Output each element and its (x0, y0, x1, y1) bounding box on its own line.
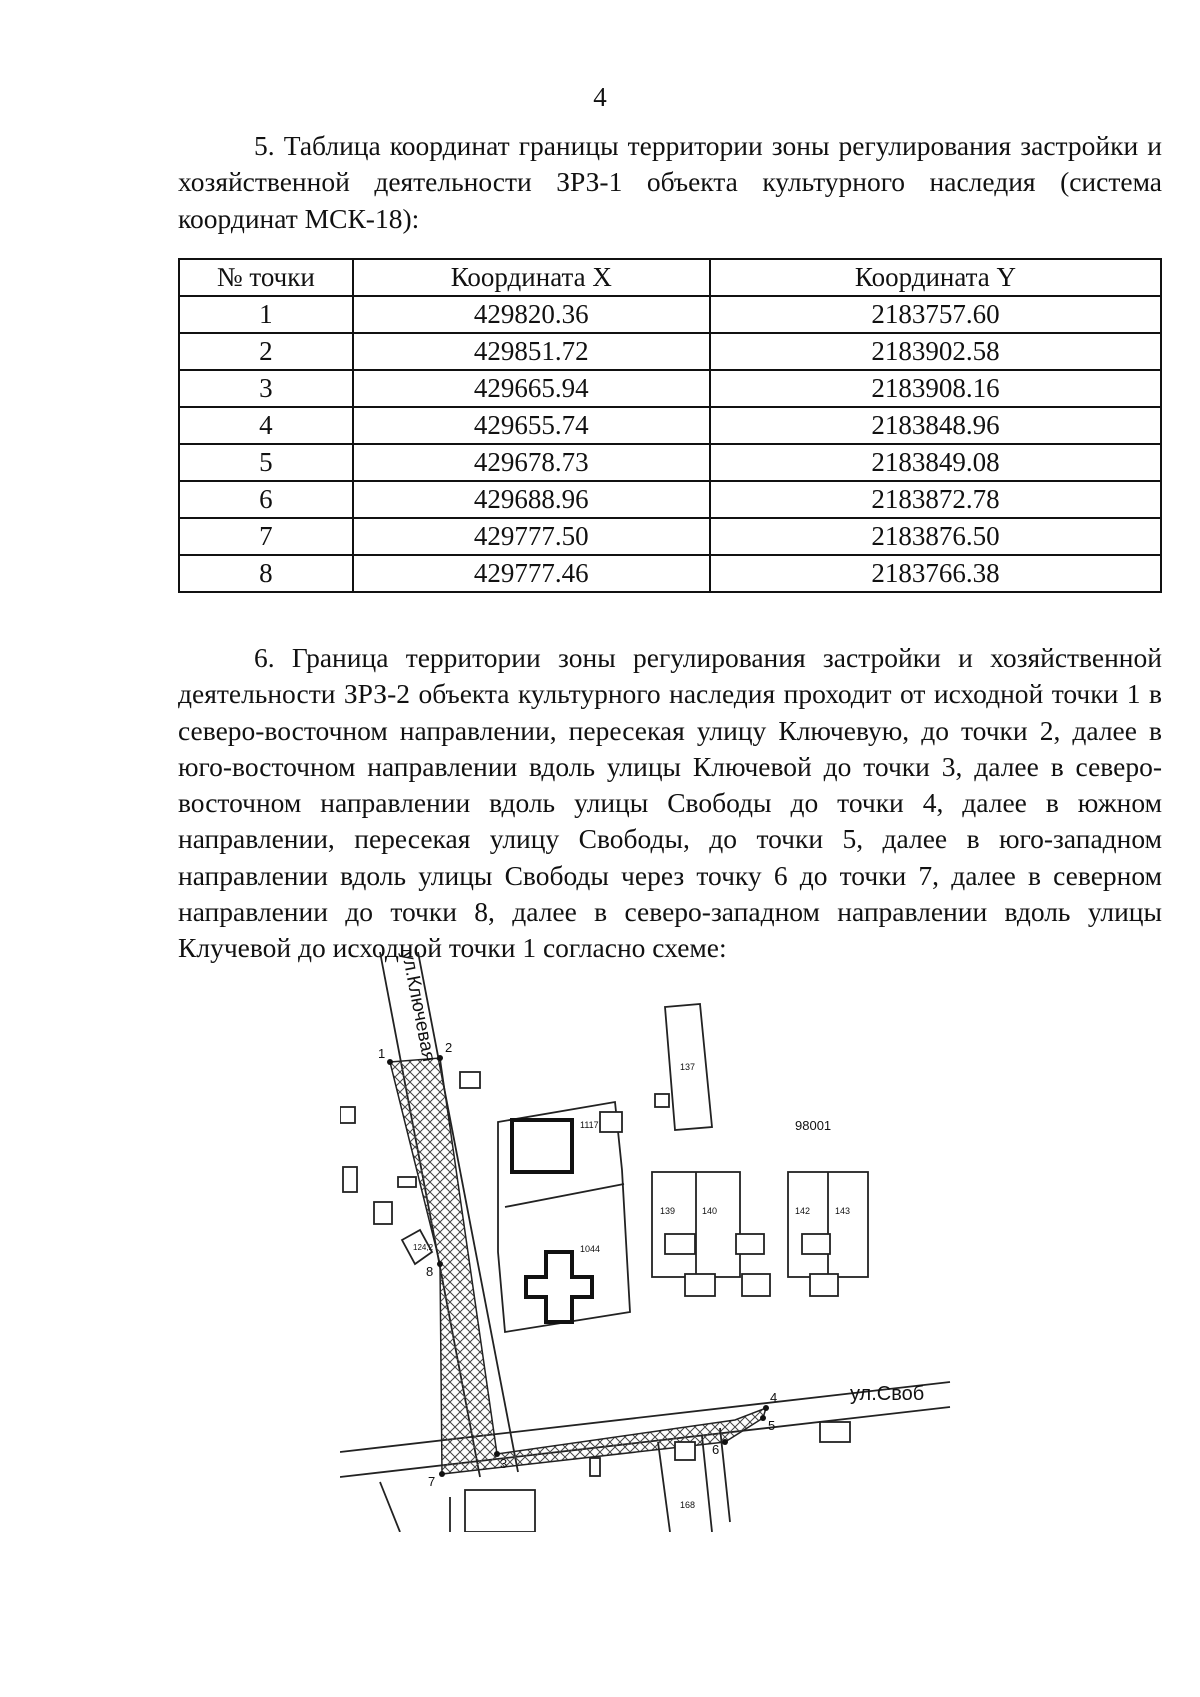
point-label-3: 3 (500, 1456, 507, 1471)
boundary-point-3 (494, 1451, 500, 1457)
section-5-paragraph: 5. Таблица координат границы территории … (178, 130, 1162, 234)
building-124-2 (400, 1228, 434, 1266)
building-137 (664, 1003, 713, 1131)
cell-point: 2 (178, 332, 354, 371)
cell-x: 429777.50 (351, 517, 711, 556)
boundary-point-2 (437, 1055, 443, 1061)
church-building-1044 (524, 1250, 594, 1324)
small-structure (654, 1093, 670, 1108)
point-label-4: 4 (770, 1390, 777, 1405)
outbuilding (599, 1111, 623, 1133)
building-number-137: 137 (680, 1062, 695, 1072)
outbuilding (397, 1176, 417, 1188)
building-number-124-2: 124,2 (413, 1243, 434, 1252)
header-point-number: № точки (178, 258, 354, 297)
building-number-143: 143 (835, 1206, 850, 1216)
point-label-5: 5 (768, 1418, 775, 1433)
cell-point: 3 (178, 369, 354, 408)
street-label-svobody: ул.Своб (850, 1383, 924, 1405)
cell-y: 2183757.60 (708, 295, 1163, 334)
cell-point: 5 (178, 443, 354, 482)
cell-point: 6 (178, 480, 354, 519)
boundary-point-8 (437, 1261, 443, 1267)
street-label-klyuchevaya: ул.Ключевая (397, 952, 439, 1064)
outbuilding (459, 1071, 481, 1089)
cell-point: 4 (178, 406, 354, 445)
cell-x: 429655.74 (351, 406, 711, 445)
building-1117 (510, 1118, 574, 1174)
header-coordinate-x: Координата X (351, 258, 711, 297)
boundary-point-4 (763, 1405, 769, 1411)
cell-x: 429777.46 (351, 554, 711, 593)
boundary-point-7 (439, 1471, 445, 1477)
outbuilding (342, 1166, 358, 1193)
zone-boundary-hatched-area (389, 1057, 768, 1475)
boundary-point-1 (387, 1059, 393, 1065)
cell-y: 2183872.78 (708, 480, 1163, 519)
parcel-south-1 (464, 1489, 536, 1532)
cell-x: 429851.72 (351, 332, 711, 371)
cell-x: 429665.94 (351, 369, 711, 408)
point-label-8: 8 (426, 1264, 433, 1279)
building-number-139: 139 (660, 1206, 675, 1216)
cell-point: 1 (178, 295, 354, 334)
point-label-2: 2 (445, 1040, 452, 1055)
cell-y: 2183908.16 (708, 369, 1163, 408)
building-number-140: 140 (702, 1206, 717, 1216)
header-coordinate-y: Координата Y (708, 258, 1163, 297)
cell-x: 429688.96 (351, 480, 711, 519)
cell-y: 2183849.08 (708, 443, 1163, 482)
boundary-scheme-map: 1 2 3 4 5 6 7 8 ул.Ключевая ул.Своб 9800… (340, 952, 951, 1532)
cadastral-block-number: 98001 (795, 1118, 831, 1133)
cell-y: 2183766.38 (708, 554, 1163, 593)
table-header-row: № точки Координата X Координата Y (178, 258, 1163, 297)
building-number-142: 142 (795, 1206, 810, 1216)
section-6-paragraph: 6. Граница территории зоны регулирования… (178, 642, 1162, 964)
building-number-168: 168 (680, 1500, 695, 1510)
point-label-1: 1 (378, 1046, 385, 1061)
boundary-point-6 (722, 1439, 728, 1445)
cell-point: 7 (178, 517, 354, 556)
cell-y: 2183902.58 (708, 332, 1163, 371)
outbuilding (340, 1106, 356, 1124)
cell-point: 8 (178, 554, 354, 593)
outbuilding (373, 1201, 393, 1225)
cell-y: 2183876.50 (708, 517, 1163, 556)
point-label-6: 6 (712, 1442, 719, 1457)
building-number-1117: 1117 (580, 1120, 599, 1130)
boundary-point-5 (760, 1415, 766, 1421)
cell-y: 2183848.96 (708, 406, 1163, 445)
cell-x: 429678.73 (351, 443, 711, 482)
building-number-1044: 1044 (580, 1244, 600, 1254)
cell-x: 429820.36 (351, 295, 711, 334)
point-label-7: 7 (428, 1474, 435, 1489)
parcel-divider (504, 1183, 625, 1208)
klyuchevaya-street-edge-right (417, 952, 519, 1473)
page-number: 4 (593, 82, 607, 112)
